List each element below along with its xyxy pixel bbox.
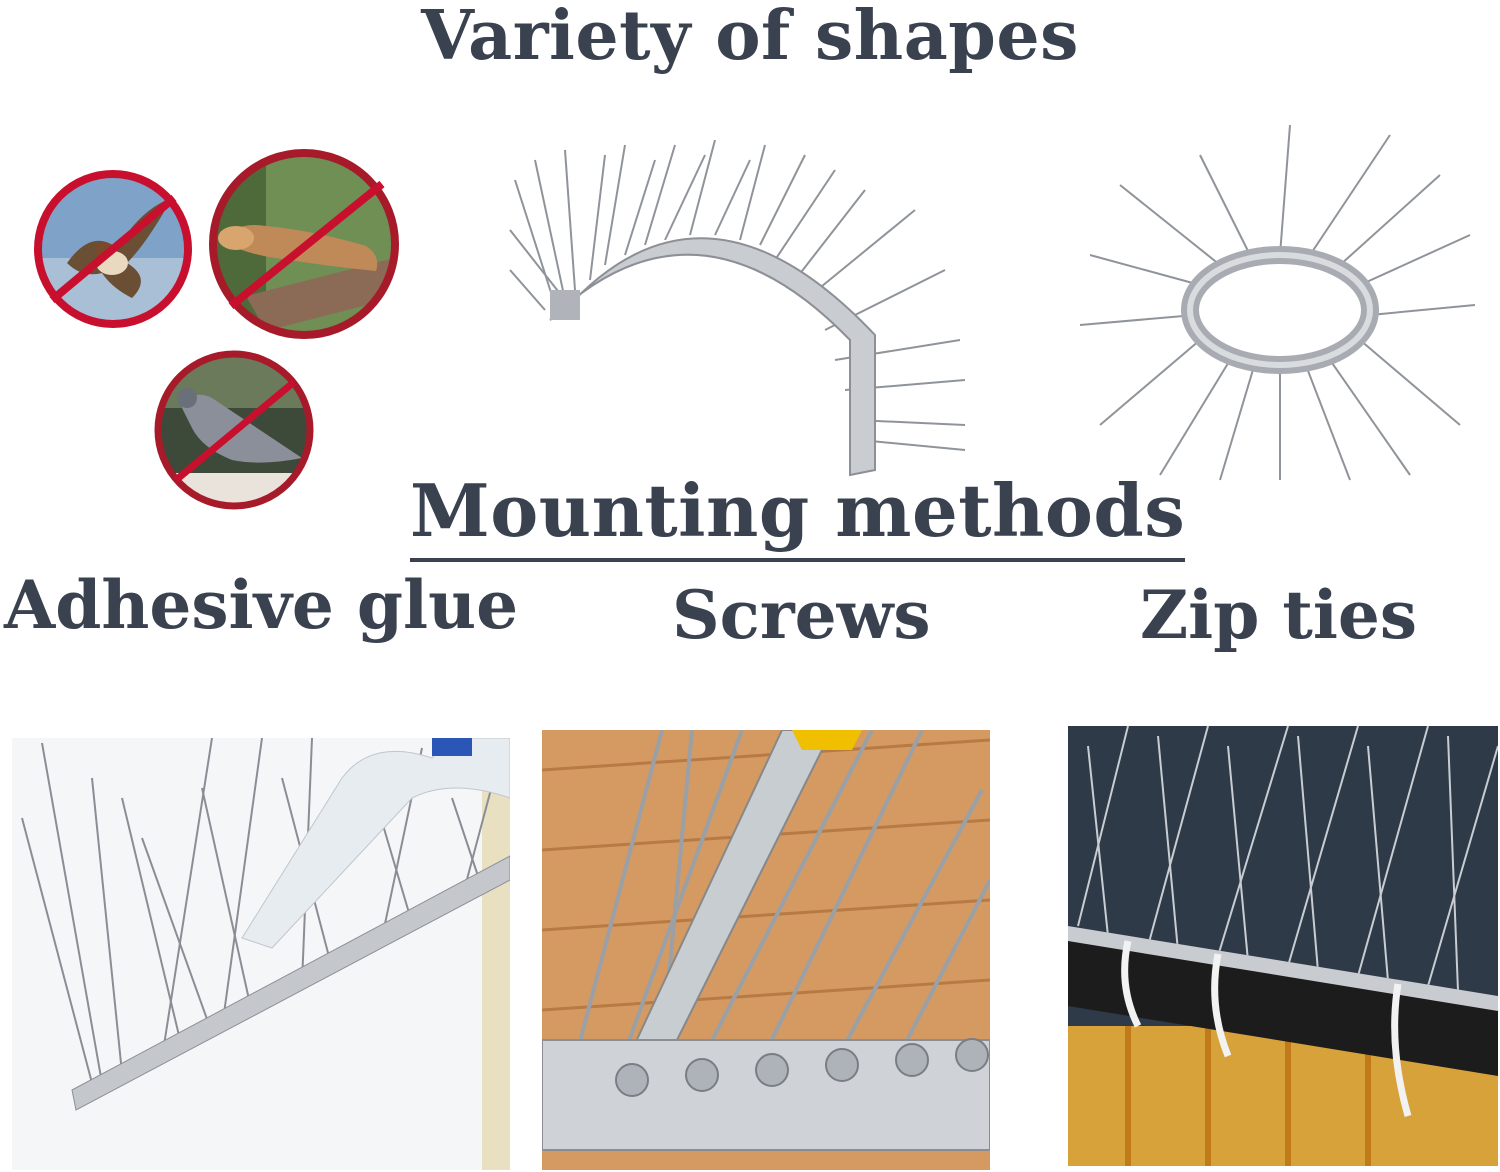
adhesive-glue-photo [12,738,510,1170]
method-label-screws: Screws [672,576,931,654]
method-label-zip-ties: Zip ties [1140,576,1418,654]
no-bird-icon [34,170,192,328]
no-weasel-icon [209,149,399,339]
method-label-adhesive: Adhesive glue [4,566,519,644]
section-title-variety: Variety of shapes [421,0,1079,76]
no-pigeon-icon [154,350,314,510]
arc-spike-strip-image [509,140,966,477]
section-title-mounting: Mounting methods [410,468,1186,562]
ring-spike-strip-image [1080,125,1475,481]
screws-photo [542,730,990,1170]
zip-ties-photo [1068,726,1498,1166]
